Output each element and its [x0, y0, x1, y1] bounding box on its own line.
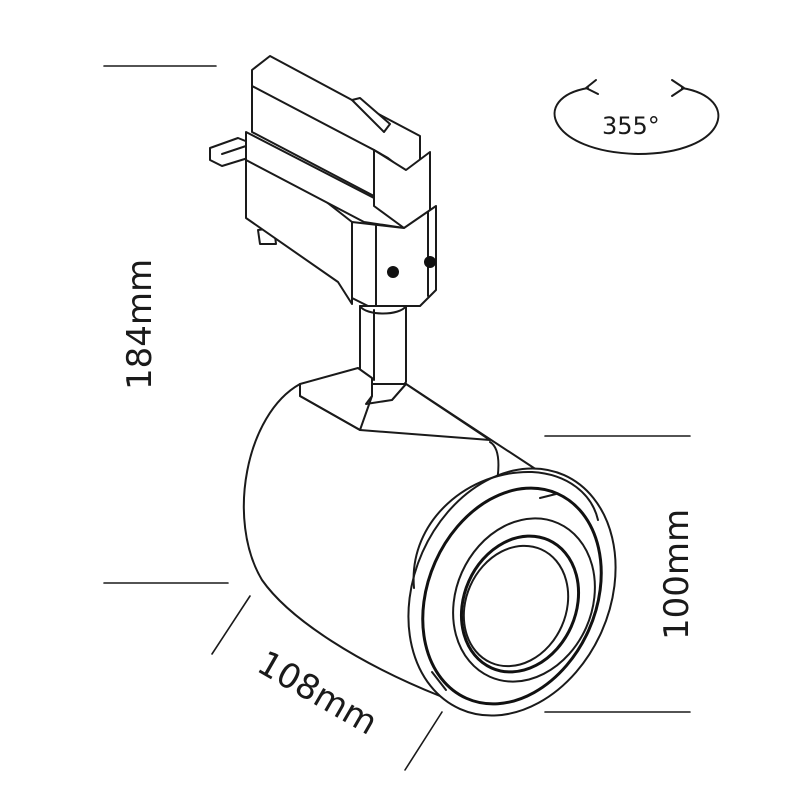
dimension-height: 184mm — [103, 65, 229, 584]
front-bezel-rim — [421, 486, 603, 706]
length-left-extension-line — [211, 595, 251, 655]
rotation-indicator: 355° — [553, 79, 720, 155]
rotation-ellipse-arc — [553, 87, 720, 155]
adapter-screw-icon — [424, 256, 436, 268]
adapter-screw-icon — [387, 266, 399, 278]
spotlight-head — [242, 367, 617, 717]
height-label: 184mm — [120, 259, 160, 390]
lens-inner-ring — [459, 534, 581, 674]
adapter-lever — [351, 97, 391, 133]
track-adapter — [209, 55, 437, 307]
lens-glass — [462, 544, 570, 668]
rotation-arrow-right-icon — [671, 79, 685, 97]
diameter-label: 100mm — [657, 509, 697, 640]
length-right-extension-line — [404, 711, 443, 771]
rotation-label: 355° — [602, 112, 660, 140]
rotation-arrow-left-icon — [585, 79, 599, 95]
adapter-lower-housing — [351, 205, 437, 307]
dimension-diameter: 100mm — [544, 435, 697, 713]
